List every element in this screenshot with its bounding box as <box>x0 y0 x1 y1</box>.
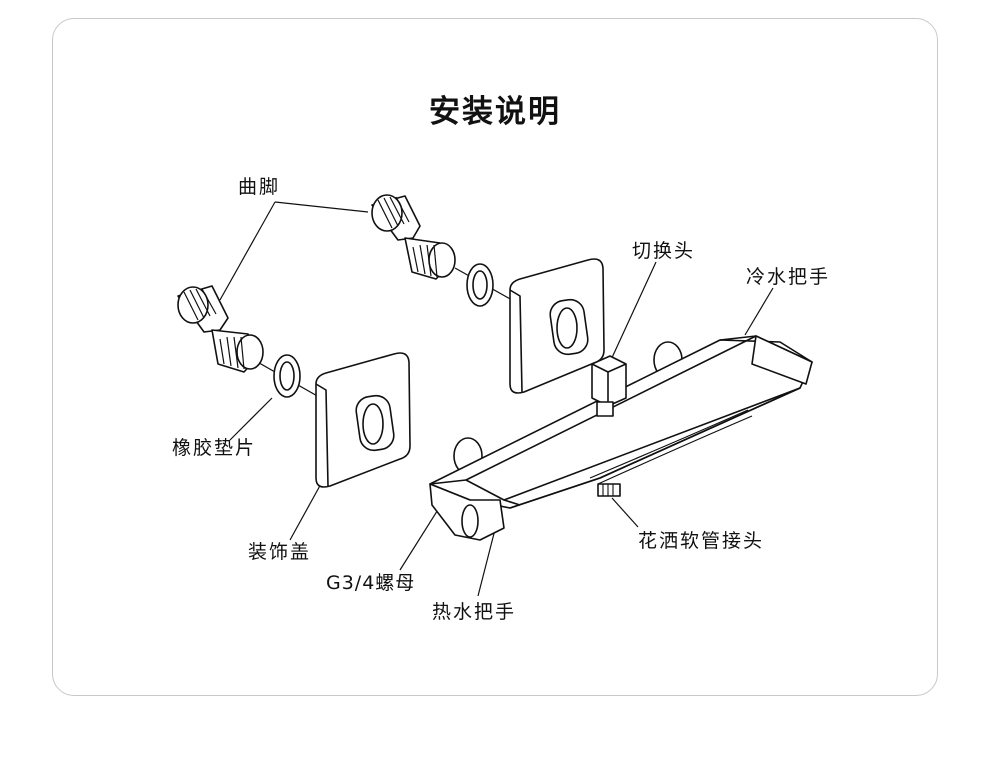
label-luomu: G3/4螺母 <box>326 572 416 594</box>
label-qiehuantou: 切换头 <box>632 240 696 262</box>
decorative-cover-upper <box>509 258 605 394</box>
rubber-washer-lower <box>273 354 301 398</box>
label-xiangjiao: 橡胶垫片 <box>172 437 257 459</box>
label-huasa: 花洒软管接头 <box>638 530 765 552</box>
elbow-fitting-upper <box>371 194 456 280</box>
label-zhuangshigai: 装饰盖 <box>248 541 312 563</box>
mixer-body <box>429 335 813 541</box>
page-title: 安装说明 <box>429 94 561 130</box>
rubber-washer-upper <box>466 263 494 307</box>
label-qujiao: 曲脚 <box>238 176 281 198</box>
elbow-fitting-lower <box>177 285 264 373</box>
decorative-cover-lower <box>315 352 411 488</box>
label-lengshui: 冷水把手 <box>746 266 831 288</box>
label-reshui: 热水把手 <box>432 601 517 623</box>
